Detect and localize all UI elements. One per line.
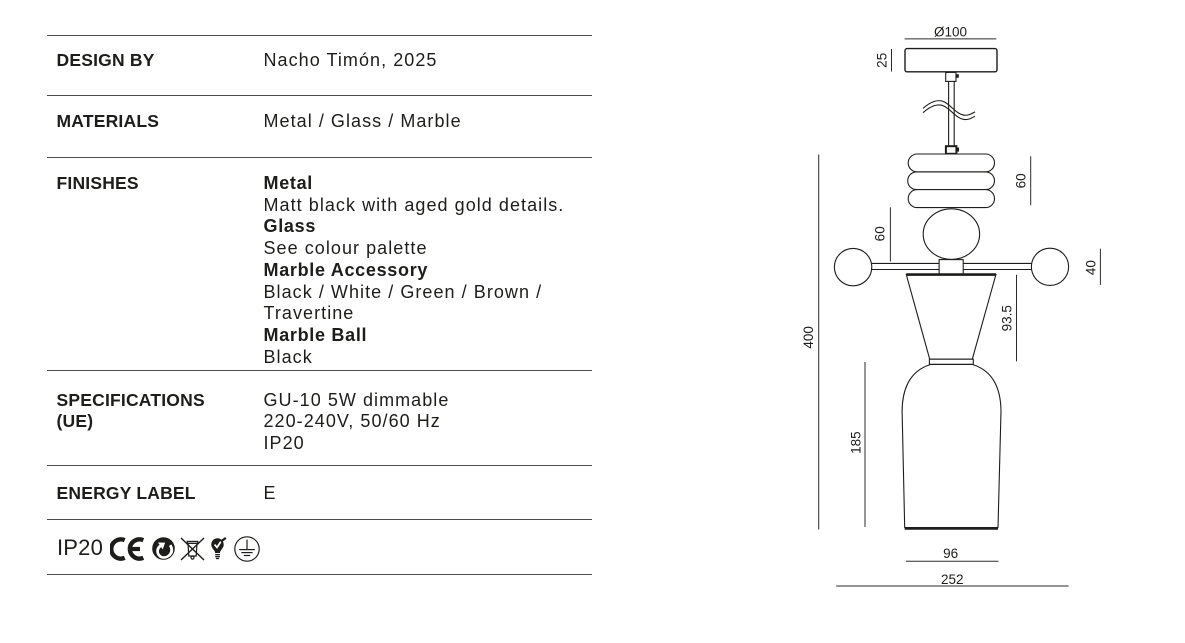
earth-ground-icon xyxy=(234,535,260,562)
spec-value-subheading: Marble Accessory xyxy=(263,259,429,280)
spec-value: Metal / Glass / Marble xyxy=(264,96,593,133)
spec-label: FINISHES xyxy=(47,158,264,195)
spec-value-subheading: Glass xyxy=(263,216,317,237)
certification-icons xyxy=(110,535,260,562)
spec-value-line: Black xyxy=(263,346,313,367)
ip-rating: IP20 xyxy=(57,534,104,560)
ring-middle xyxy=(907,171,996,191)
spec-row-design-by: DESIGN BY Nacho Timón, 2025 xyxy=(47,35,592,95)
spec-value-line: 220-240V, 50/60 Hz xyxy=(263,411,441,432)
cable-squiggle xyxy=(922,100,976,116)
spec-value-line: Black / White / Green / Brown / xyxy=(263,281,543,302)
spec-value-line: IP20 xyxy=(263,432,305,453)
marble-ball xyxy=(922,208,981,260)
stem-bottom-connector xyxy=(944,145,958,155)
dim-cone-height: 93.5 xyxy=(1000,305,1015,331)
dim-total-height: 400 xyxy=(801,326,816,349)
ring-bottom xyxy=(907,189,996,209)
spec-label-line: DESIGN BY xyxy=(56,50,155,70)
spec-row-energy-label: ENERGY LABEL E xyxy=(47,464,593,519)
spec-value-line: Metal / Glass / Marble xyxy=(263,111,462,131)
spec-label-line: MATERIALS xyxy=(56,111,160,131)
bulb-check-icon xyxy=(211,536,227,559)
spec-value-line: GU-10 5W dimmable xyxy=(263,389,450,410)
dim-canopy-diameter: Ø100 xyxy=(934,24,967,39)
spec-value-line: Nacho Timón, 2025 xyxy=(263,50,438,70)
dim-rings-height: 60 xyxy=(1014,173,1029,188)
spec-label-line: ENERGY LABEL xyxy=(56,482,196,503)
spec-value-line: Travertine xyxy=(263,303,355,324)
dim-arm-ball: 40 xyxy=(1083,260,1098,275)
dim-shade-height: 185 xyxy=(849,431,864,454)
dim-canopy-height: 25 xyxy=(875,53,890,68)
spec-label-line: (UE) xyxy=(56,411,94,432)
spec-value-line: E xyxy=(263,482,277,503)
spec-value-subheading: Metal xyxy=(263,173,314,193)
certifications-row: IP20 xyxy=(47,518,592,575)
dim-ball-height: 60 xyxy=(873,226,888,241)
dim-shade-width: 96 xyxy=(943,546,958,561)
stem-top-screw xyxy=(956,74,959,78)
ce-mark-icon xyxy=(110,536,145,561)
spec-label: DESIGN BY xyxy=(47,36,264,72)
shade-neck-band xyxy=(928,358,974,365)
canopy-outline xyxy=(904,47,998,73)
spec-row-materials: MATERIALS Metal / Glass / Marble xyxy=(47,94,593,158)
spec-label-line: FINISHES xyxy=(56,173,139,193)
ring-top xyxy=(907,153,996,173)
cable-squiggle-lower xyxy=(922,104,976,121)
green-dot-icon xyxy=(152,537,175,560)
stem-top-connector xyxy=(945,71,957,82)
spec-label: MATERIALS xyxy=(47,96,264,133)
spec-value-line: See colour palette xyxy=(263,238,428,259)
arm-ball-left xyxy=(833,247,873,287)
stem-bottom-screw xyxy=(956,147,959,152)
spec-label: ENERGY LABEL xyxy=(47,466,264,505)
spec-label: SPECIFICATIONS(UE) xyxy=(47,371,264,433)
spec-value-line: Matt black with aged gold details. xyxy=(263,194,565,215)
cone xyxy=(905,274,997,360)
dim-total-width: 252 xyxy=(941,572,964,587)
spec-label-line: SPECIFICATIONS xyxy=(56,389,205,410)
spec-value: Nacho Timón, 2025 xyxy=(264,36,593,72)
neck-block xyxy=(938,259,964,275)
technical-drawing: Ø100 25 60 60 40 93.5 400 185 96 252 xyxy=(780,0,1185,638)
weee-bin-icon xyxy=(180,536,205,561)
glass-shade xyxy=(901,363,1002,529)
spec-value: E xyxy=(264,466,593,505)
arm-ball-right xyxy=(1030,247,1070,286)
spec-value-subheading: Marble Ball xyxy=(263,324,368,345)
